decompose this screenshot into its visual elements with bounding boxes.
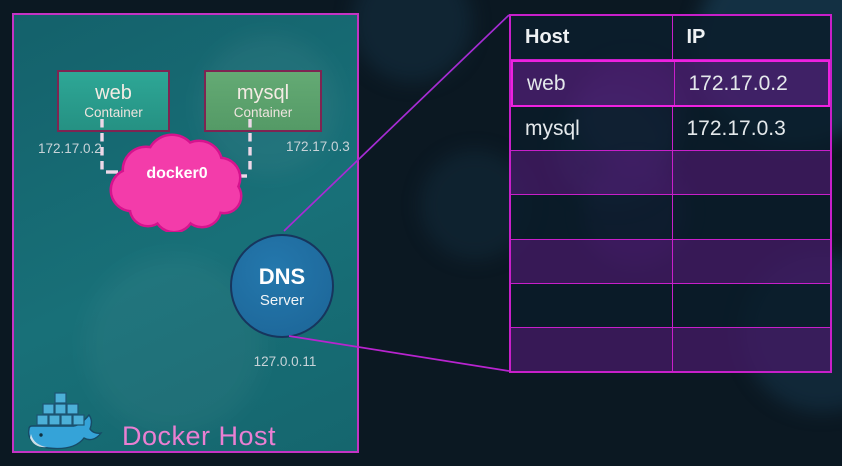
cloud-icon: [109, 133, 243, 234]
table-row-empty: [511, 195, 830, 240]
ip-cell: 172.17.0.2: [688, 71, 788, 95]
ip-cell: [673, 328, 835, 371]
table-row-web: web 172.17.0.2: [511, 60, 830, 108]
bokeh-blob: [352, 0, 472, 82]
host-cell: [511, 195, 673, 239]
ip-cell: [673, 151, 835, 194]
ip-cell: 172.17.0.3: [686, 116, 786, 140]
container-name: web: [95, 81, 132, 104]
host-cell: mysql: [511, 107, 673, 151]
container-kind: Container: [233, 104, 293, 120]
docker-host-label: Docker Host: [122, 421, 277, 451]
mysql-container-box: mysql Container: [204, 70, 322, 132]
column-header-ip: IP: [686, 26, 706, 48]
web-container-box: web Container: [57, 70, 170, 132]
host-cell: [511, 239, 673, 283]
ip-cell: [673, 195, 835, 238]
dns-server-circle: DNS Server: [230, 234, 334, 338]
table-row-empty: [511, 327, 830, 371]
container-kind: Container: [84, 104, 143, 120]
host-cell: [511, 151, 673, 195]
container-name: mysql: [236, 81, 290, 104]
table-row-empty: [511, 239, 830, 284]
docker-host-box: web Container mysql Container 172.17.0.2…: [12, 13, 359, 453]
table-row-empty: [511, 283, 830, 328]
table-header-row: Host IP: [511, 16, 830, 60]
dns-title: DNS: [258, 263, 306, 289]
docker-whale-icon: [27, 392, 103, 450]
docker0-label: docker0: [146, 165, 208, 182]
column-header-host: Host: [511, 16, 673, 59]
dns-subtitle: Server: [259, 291, 305, 309]
dns-ip-label: 127.0.0.11: [253, 354, 317, 369]
dns-host-ip-table: Host IP web 172.17.0.2 mysql 172.17.0.3: [509, 14, 832, 373]
host-cell: [511, 327, 673, 371]
table-row-mysql: mysql 172.17.0.3: [511, 107, 830, 152]
mysql-ip-label: 172.17.0.3: [286, 139, 350, 154]
ip-cell: [673, 284, 835, 327]
ip-cell: [673, 240, 835, 283]
docker0-cloud: [102, 128, 252, 234]
web-ip-label: 172.17.0.2: [38, 141, 102, 156]
host-cell: [511, 283, 673, 327]
table-row-empty: [511, 151, 830, 196]
host-cell: web: [513, 62, 675, 106]
